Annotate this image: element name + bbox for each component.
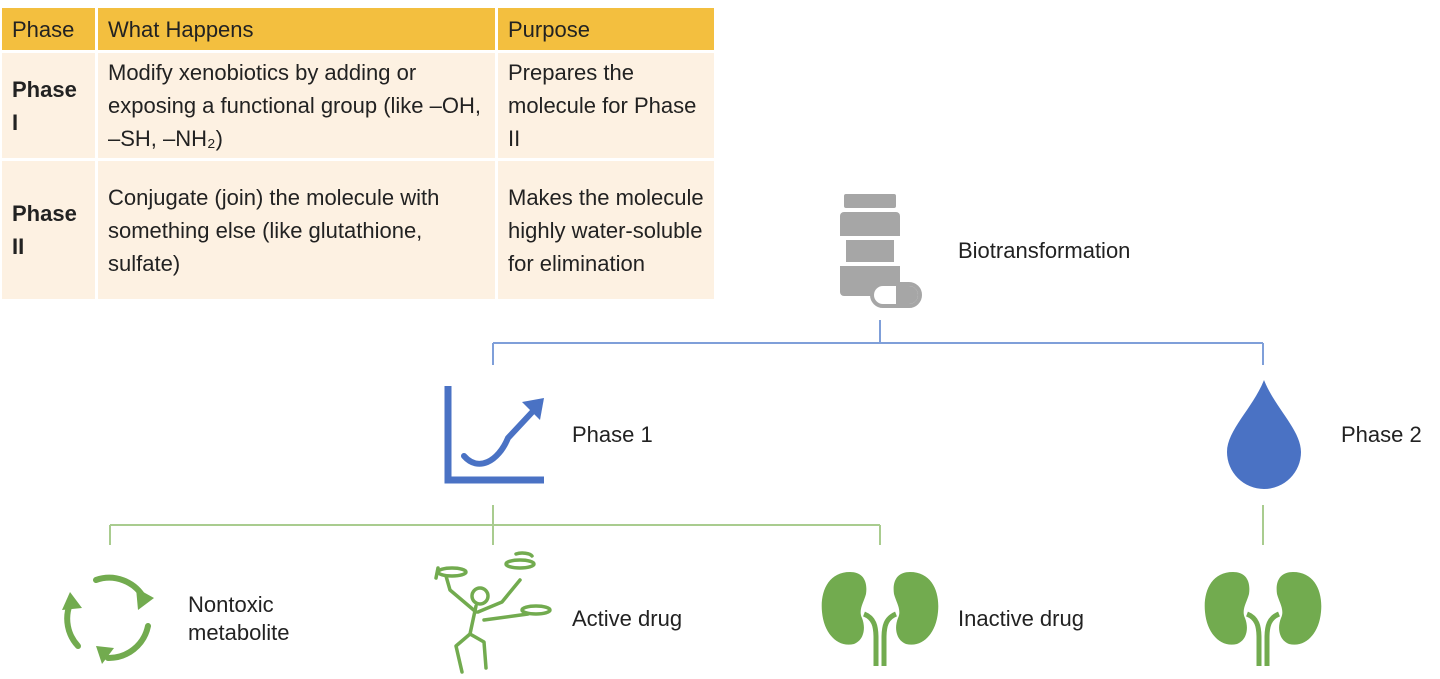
phase-1-label: Phase 1	[572, 422, 653, 447]
what-happens-cell: Modify xenobiotics by adding or exposing…	[96, 51, 498, 161]
juggler-icon	[434, 551, 552, 674]
nontoxic-metabolite-label: Nontoxic metabolite	[188, 592, 290, 645]
growth-curve-icon	[444, 386, 544, 484]
phase-cell: Phase II	[2, 159, 98, 302]
top-connector	[492, 320, 1264, 365]
recycle-icon	[62, 574, 154, 664]
purpose-cell: Makes the molecule highly water-soluble …	[496, 159, 717, 302]
phase-2-label: Phase 2	[1341, 422, 1422, 447]
phase-table: Phase What Happens Purpose Phase I Modif…	[2, 8, 717, 302]
table-header-row: Phase What Happens Purpose	[2, 8, 717, 53]
active-drug-label: Active drug	[572, 606, 683, 631]
kidneys-icon	[821, 572, 939, 666]
water-drop-icon	[1227, 380, 1301, 489]
header-phase: Phase	[2, 8, 98, 53]
table-row: Phase I Modify xenobiotics by adding or …	[2, 51, 717, 161]
pill-bottle-icon	[840, 194, 922, 308]
kidneys-icon	[1204, 572, 1322, 666]
inactive-drug-label: Inactive drug	[958, 606, 1084, 631]
header-purpose: Purpose	[496, 8, 717, 53]
phase-cell: Phase I	[2, 51, 98, 161]
table-row: Phase II Conjugate (join) the molecule w…	[2, 159, 717, 302]
header-what-happens: What Happens	[96, 8, 498, 53]
bottom-connector	[109, 505, 1264, 545]
what-happens-cell: Conjugate (join) the molecule with somet…	[96, 159, 498, 302]
purpose-cell: Prepares the molecule for Phase II	[496, 51, 717, 161]
biotransformation-label: Biotransformation	[958, 238, 1131, 263]
